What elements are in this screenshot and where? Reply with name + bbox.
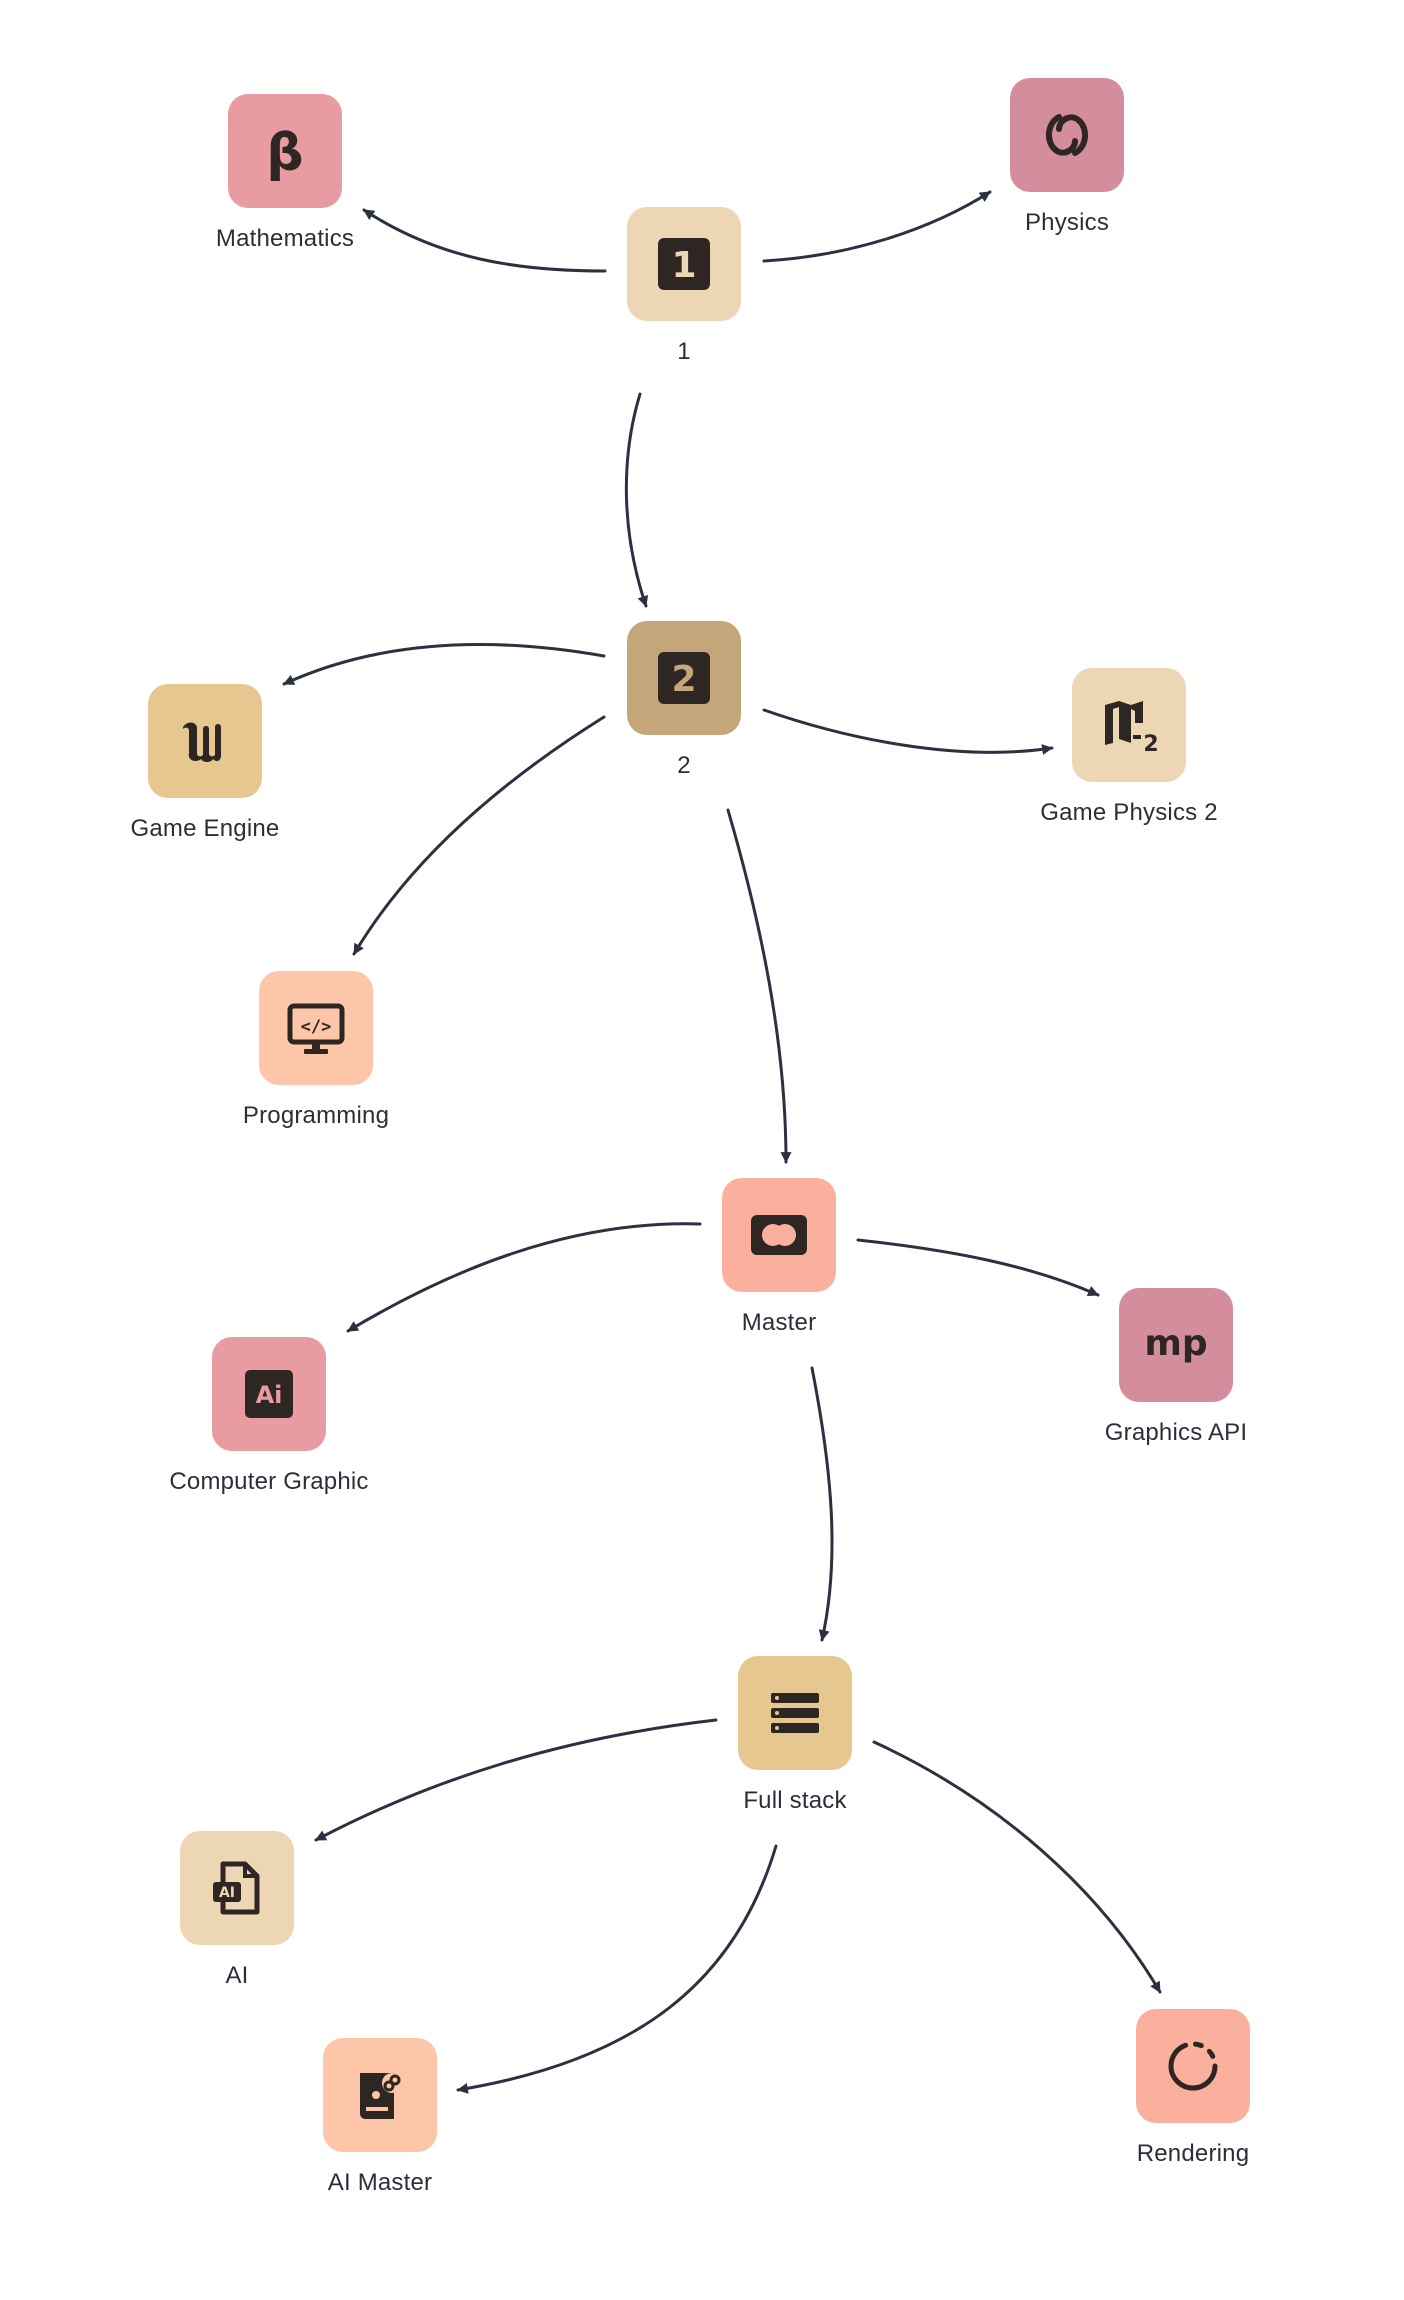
- mastercard-icon: [751, 1215, 807, 1255]
- node-ai-master-tile[interactable]: [323, 2038, 437, 2152]
- svg-text:2: 2: [671, 659, 696, 700]
- svg-text:2: 2: [1143, 732, 1158, 757]
- edge-n2-to-programming: [352, 715, 606, 956]
- node-ai-label: AI: [225, 1962, 249, 1989]
- node-rendering-label: Rendering: [1136, 2140, 1250, 2167]
- svg-text:Ai: Ai: [256, 1381, 283, 1409]
- node-ai-tile[interactable]: AI: [180, 1831, 294, 1945]
- edge-full-stack-to-ai: [314, 1718, 718, 1842]
- edge-master-to-graphics-api: [856, 1238, 1100, 1297]
- unreal-engine-icon: [183, 722, 221, 762]
- node-2-tile[interactable]: 2: [627, 621, 741, 735]
- monitor-code-icon: </>: [287, 1003, 345, 1054]
- book-link-icon: [360, 2073, 402, 2119]
- node-physics-label: Physics: [1024, 209, 1110, 236]
- node-graphics-api-label: Graphics API: [1104, 1419, 1248, 1446]
- node-computer-graphic-tile[interactable]: Ai: [212, 1337, 326, 1451]
- edge-n2-to-master: [726, 808, 792, 1164]
- orbit-link-icon: [1046, 114, 1088, 156]
- node-master-tile[interactable]: [722, 1178, 836, 1292]
- node-computer-graphic-label: Computer Graphic: [169, 1468, 369, 1495]
- svg-text:1: 1: [671, 245, 696, 286]
- mp-logo-icon: mp: [1144, 1323, 1207, 1364]
- node-full-stack-tile[interactable]: [738, 1656, 852, 1770]
- ai-file-icon: AI: [213, 1861, 260, 1915]
- node-game-engine-label: Game Engine: [130, 815, 280, 842]
- node-graphics-api-tile[interactable]: mp: [1119, 1288, 1233, 1402]
- loading-circle-icon: [1168, 2041, 1218, 2091]
- edge-n2-to-game-physics-2: [762, 708, 1054, 755]
- edge-n1-to-physics: [762, 190, 992, 263]
- edge-master-to-computer-graphic: [346, 1222, 702, 1333]
- map-subscript-2-icon: 2: [1105, 701, 1159, 757]
- adobe-illustrator-icon: Ai: [245, 1370, 293, 1418]
- node-mathematics-label: Mathematics: [215, 225, 355, 252]
- node-game-physics-2-tile[interactable]: 2: [1072, 668, 1186, 782]
- node-game-engine-tile[interactable]: [148, 684, 262, 798]
- edge-n1-to-mathematics: [362, 208, 607, 273]
- svg-text:mp: mp: [1144, 1323, 1207, 1364]
- node-programming-label: Programming: [242, 1102, 390, 1129]
- edge-full-stack-to-ai-master: [456, 1844, 778, 2094]
- node-1-tile[interactable]: 1: [627, 207, 741, 321]
- node-programming-tile[interactable]: </>: [259, 971, 373, 1085]
- node-2-label: 2: [677, 752, 691, 779]
- node-mathematics-tile[interactable]: β: [228, 94, 342, 208]
- beta-icon: β: [266, 123, 303, 183]
- edge-n2-to-game-engine: [282, 642, 606, 686]
- node-physics-tile[interactable]: [1010, 78, 1124, 192]
- node-game-physics-2-label: Game Physics 2: [1040, 799, 1218, 826]
- node-master-label: Master: [741, 1309, 817, 1336]
- edge-full-stack-to-rendering: [872, 1740, 1162, 1994]
- svg-text:β: β: [266, 123, 303, 183]
- node-rendering-tile[interactable]: [1136, 2009, 1250, 2123]
- node-ai-master-label: AI Master: [327, 2169, 433, 2196]
- svg-text:</>: </>: [301, 1017, 332, 1037]
- server-stack-icon: [771, 1693, 819, 1733]
- edge-master-to-full-stack: [810, 1366, 834, 1642]
- number-1-icon: 1: [658, 238, 710, 290]
- svg-text:AI: AI: [219, 1885, 235, 1901]
- node-1-label: 1: [677, 338, 691, 365]
- edge-n1-to-n2: [624, 392, 649, 608]
- node-full-stack-label: Full stack: [743, 1787, 847, 1814]
- number-2-icon: 2: [658, 652, 710, 704]
